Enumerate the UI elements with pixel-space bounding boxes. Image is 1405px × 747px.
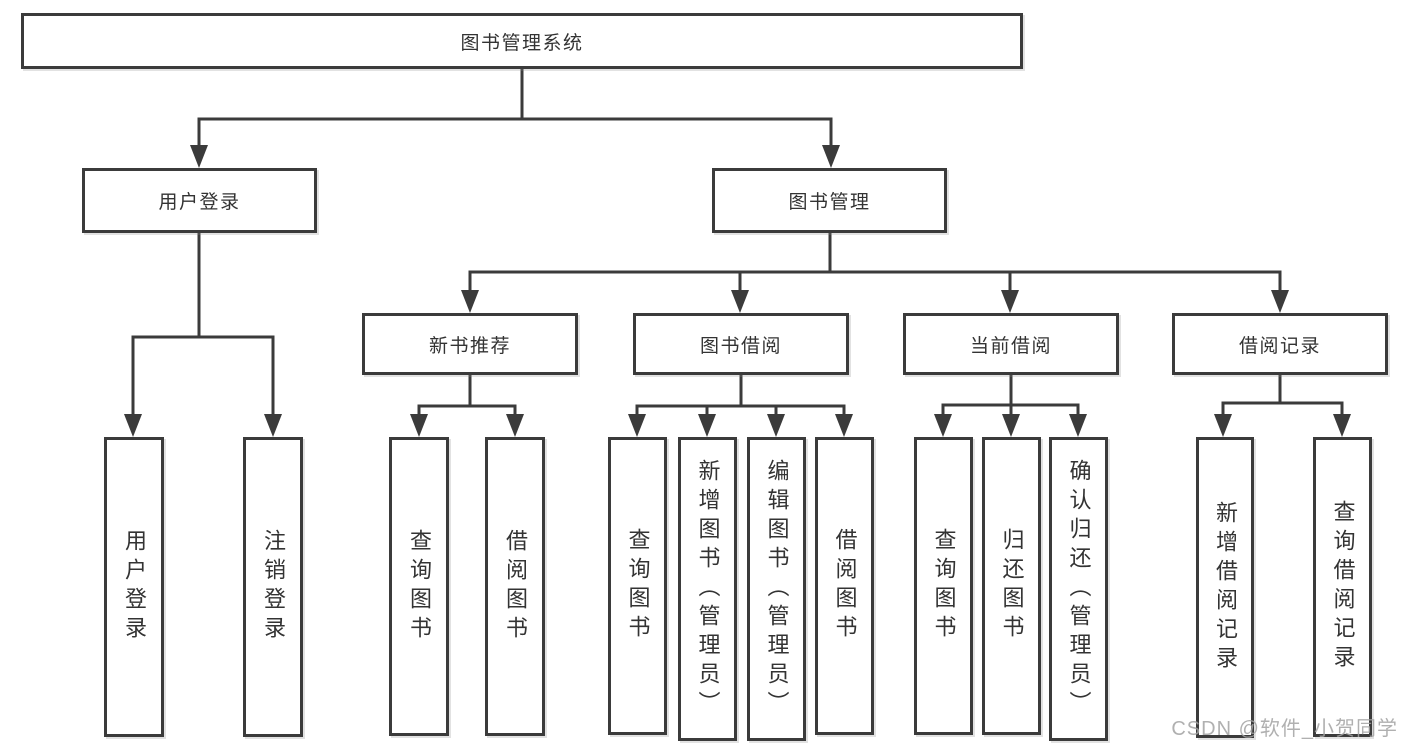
- node-new-book-recommendation: 新书推荐: [362, 313, 578, 375]
- node-book-management: 图书管理: [712, 168, 947, 233]
- watermark: CSDN @软件_小贺同学: [1171, 718, 1398, 740]
- node-user-login: 用户登录: [82, 168, 317, 233]
- node-leaf-logout: 注销登录: [243, 437, 303, 737]
- node-leaf-borrow-books-borrowing: 借阅图书: [815, 437, 874, 735]
- node-leaf-query-books-borrowing: 查询图书: [608, 437, 667, 735]
- node-current-borrowing: 当前借阅: [903, 313, 1119, 375]
- node-leaf-add-borrow-record: 新增借阅记录: [1196, 437, 1254, 738]
- connector-arrowheads: [124, 145, 1351, 437]
- node-leaf-borrow-books-recommend: 借阅图书: [485, 437, 545, 736]
- node-leaf-query-borrow-record: 查询借阅记录: [1313, 437, 1372, 737]
- node-leaf-edit-books-admin: 编辑图书（管理员）: [747, 437, 806, 741]
- node-book-borrowing: 图书借阅: [633, 313, 849, 375]
- node-leaf-return-books: 归还图书: [982, 437, 1041, 735]
- node-leaf-query-books-recommend: 查询图书: [389, 437, 449, 736]
- node-leaf-confirm-return-admin: 确认归还（管理员）: [1049, 437, 1108, 741]
- node-leaf-user-login: 用户登录: [104, 437, 164, 737]
- node-borrowing-records: 借阅记录: [1172, 313, 1388, 375]
- node-library-management-system: 图书管理系统: [21, 13, 1023, 69]
- node-leaf-add-books-admin: 新增图书（管理员）: [678, 437, 737, 741]
- connector-edges: [131, 69, 1344, 430]
- node-leaf-query-books-current: 查询图书: [914, 437, 973, 735]
